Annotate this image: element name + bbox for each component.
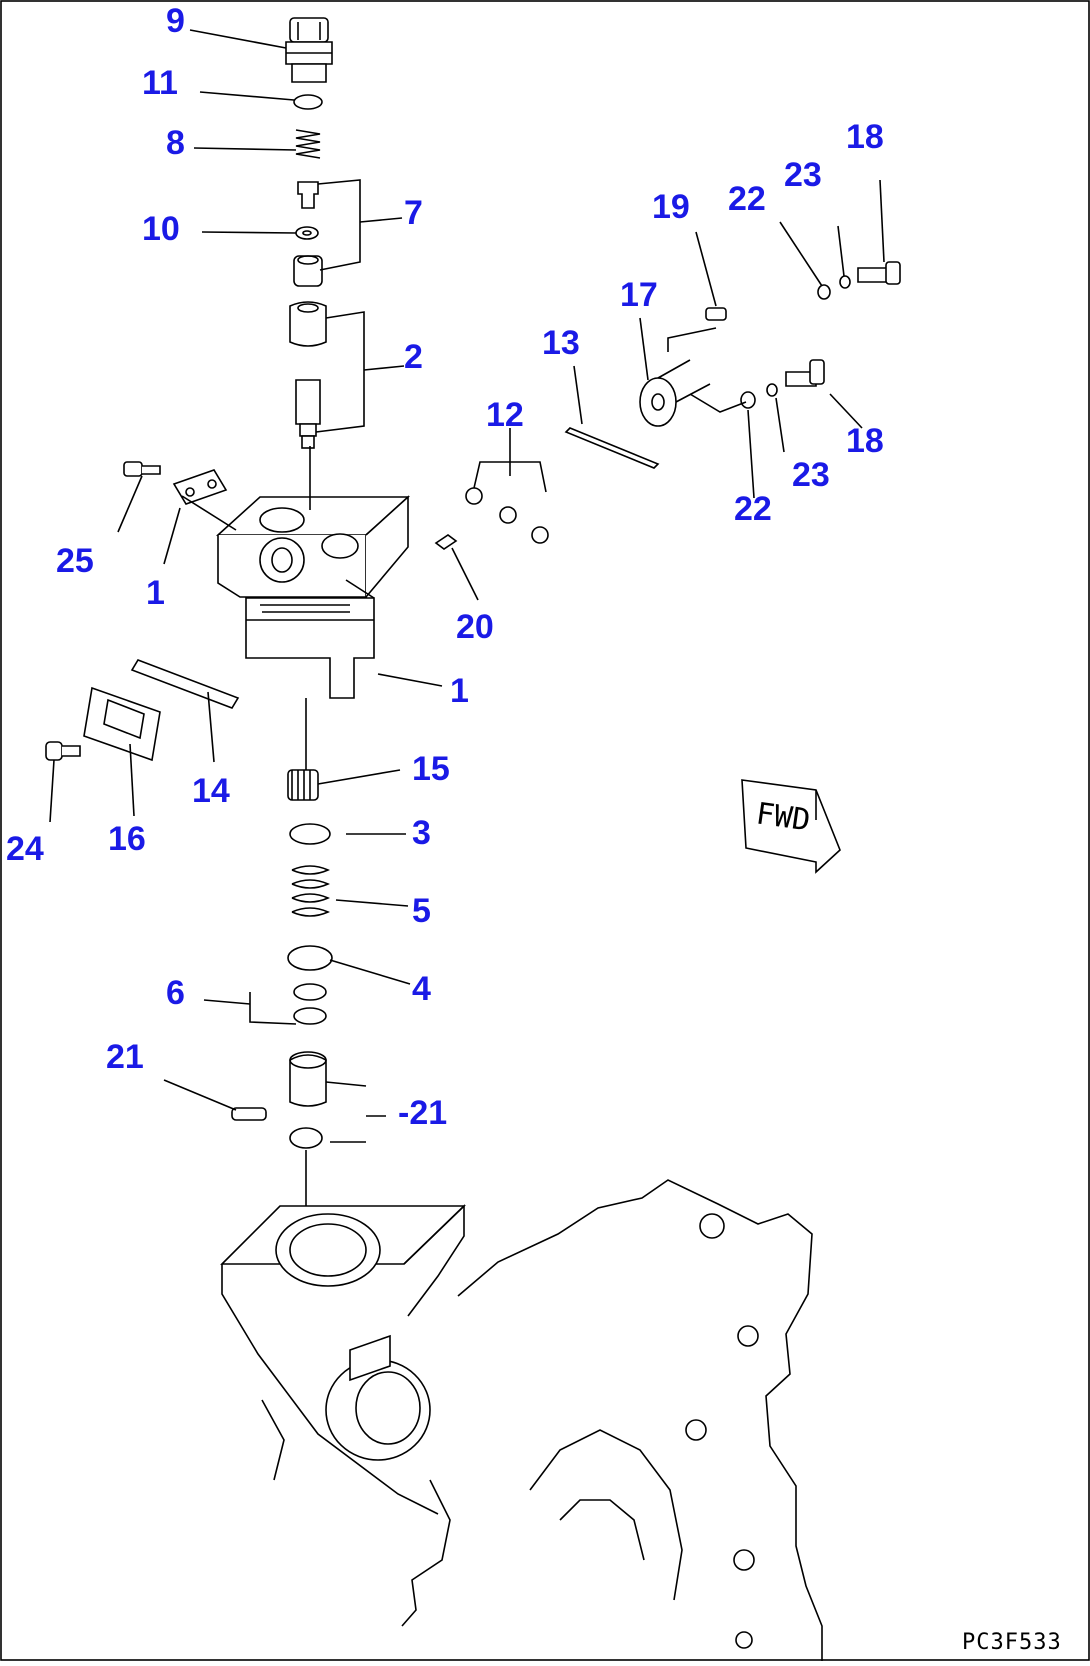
part-18-bolt-lower <box>785 359 825 387</box>
part-19-pin <box>705 307 727 321</box>
callout-1-plate: 1 <box>146 574 165 612</box>
callout-7: 7 <box>404 194 423 232</box>
part-16-cover <box>83 686 161 762</box>
callout-25: 25 <box>56 542 94 580</box>
leader-lines <box>49 29 885 1250</box>
engine-gear-case <box>220 1179 823 1666</box>
part-23-lockwasher-upper <box>839 275 851 289</box>
part-23-lockwasher-lower <box>766 383 778 397</box>
drawing-code: PC3F533 <box>962 1630 1062 1655</box>
callout-10: 10 <box>142 210 180 248</box>
part-17-flange <box>639 359 711 427</box>
callout-21-right: -21 <box>398 1094 448 1132</box>
callout-17: 17 <box>620 276 658 314</box>
part-8-spring <box>295 129 321 159</box>
part-14-control-rack <box>130 659 240 709</box>
part-6-shims <box>249 983 327 1025</box>
part-22-washer-lower <box>740 391 756 409</box>
fwd-direction-arrow <box>741 779 841 874</box>
callout-15: 15 <box>412 750 450 788</box>
callout-1-housing: 1 <box>450 672 469 710</box>
part-20-pin <box>434 534 458 550</box>
callout-11: 11 <box>142 64 178 102</box>
callout-5: 5 <box>412 892 431 930</box>
part-21-tappet <box>231 1051 327 1121</box>
part-24-bolt <box>45 741 81 761</box>
part-18-bolt-upper <box>857 261 901 285</box>
callout-19: 19 <box>652 188 690 226</box>
part-9-delivery-valve-holder <box>285 17 333 83</box>
part-4-lower-spring-seat <box>287 945 333 971</box>
callout-16: 16 <box>108 820 146 858</box>
callout-6: 6 <box>166 974 185 1012</box>
callout-22-upper: 22 <box>728 180 766 218</box>
callout-14: 14 <box>192 772 230 810</box>
callout-21-left: 21 <box>106 1038 144 1076</box>
callout-24: 24 <box>6 830 44 868</box>
callout-9: 9 <box>166 2 185 40</box>
callout-2: 2 <box>404 338 423 376</box>
callout-4: 4 <box>412 970 431 1008</box>
callout-22-lower: 22 <box>734 490 772 528</box>
part-12-nuts <box>465 461 549 544</box>
part-1-pump-housing <box>215 495 411 699</box>
callout-18-lower: 18 <box>846 422 884 460</box>
part-2-plunger-barrel <box>289 301 327 449</box>
part-15-pinion <box>287 769 319 801</box>
part-22-washer-upper <box>817 284 831 300</box>
callout-12: 12 <box>486 396 524 434</box>
part-21-roller <box>289 1127 323 1149</box>
part-13-rod <box>564 427 660 469</box>
part-1-cover-plate <box>172 469 228 505</box>
callout-23-upper: 23 <box>784 156 822 194</box>
callout-23-lower: 23 <box>792 456 830 494</box>
part-3-upper-spring-seat <box>289 823 331 845</box>
callout-13: 13 <box>542 324 580 362</box>
part-11-o-ring <box>293 94 323 110</box>
callout-8: 8 <box>166 124 185 162</box>
fwd-label: FWD <box>753 796 813 839</box>
callout-20: 20 <box>456 608 494 646</box>
callout-18-upper: 18 <box>846 118 884 156</box>
part-25-bolt <box>123 461 161 477</box>
part-7-delivery-valve-assy <box>293 181 323 287</box>
part-5-plunger-spring <box>291 865 330 917</box>
callout-3: 3 <box>412 814 431 852</box>
